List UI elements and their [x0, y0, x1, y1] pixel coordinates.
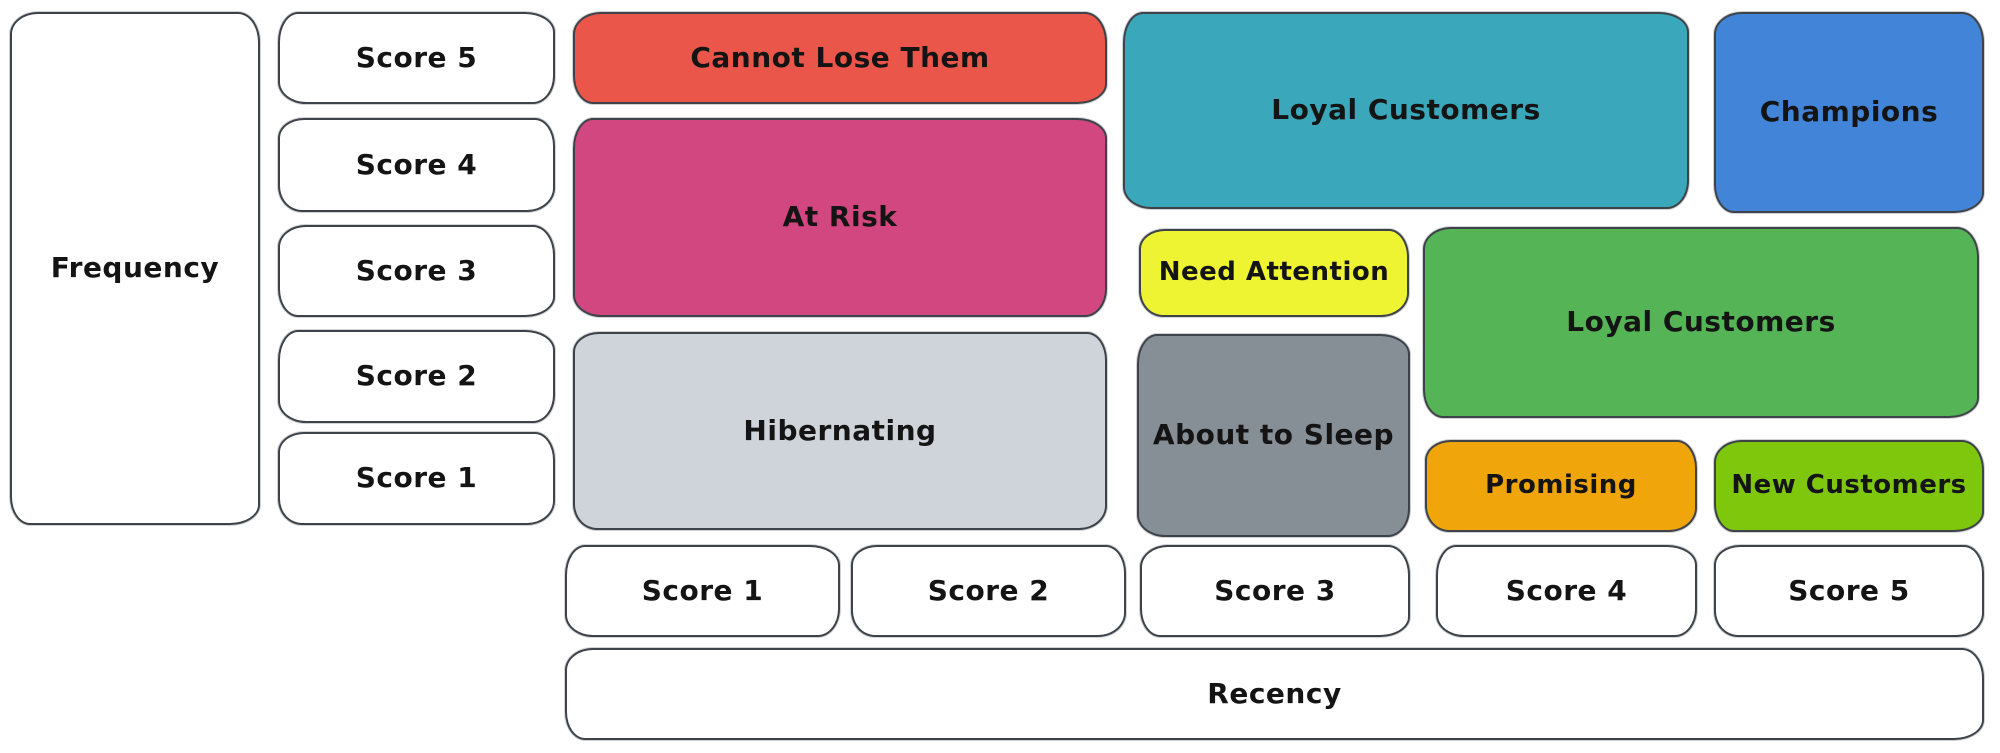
segment-at-risk: At Risk [573, 118, 1107, 317]
segment-loyal-customers-top-label: Loyal Customers [1271, 93, 1541, 127]
segment-loyal-customers-right-label: Loyal Customers [1566, 305, 1836, 339]
recency-axis-label-box: Recency [565, 648, 1984, 740]
frequency-score-4-label: Score 4 [355, 147, 478, 181]
segment-cannot-lose-them: Cannot Lose Them [573, 12, 1107, 104]
recency-score-3-label: Score 3 [1214, 573, 1336, 607]
recency-score-2-label: Score 2 [927, 573, 1050, 607]
recency-score-4-label: Score 4 [1505, 573, 1628, 607]
segment-hibernating-label: Hibernating [743, 413, 937, 447]
segment-at-risk-label: At Risk [782, 200, 898, 234]
recency-score-2-box: Score 2 [851, 545, 1126, 637]
frequency-score-1-box: Score 1 [278, 432, 555, 525]
frequency-score-5-label: Score 5 [355, 40, 478, 74]
segment-new-customers-label: New Customers [1731, 470, 1967, 501]
segment-about-to-sleep: About to Sleep [1137, 334, 1410, 537]
segment-champions: Champions [1714, 12, 1984, 213]
frequency-axis-label-box: Frequency [10, 12, 260, 525]
frequency-score-1-label: Score 1 [355, 461, 478, 495]
segment-cannot-lose-them-label: Cannot Lose Them [690, 40, 990, 74]
segment-loyal-customers-top: Loyal Customers [1123, 12, 1689, 209]
recency-score-5-box: Score 5 [1714, 545, 1984, 637]
recency-axis-label: Recency [1207, 676, 1342, 710]
frequency-score-2-label: Score 2 [355, 359, 478, 393]
recency-score-1-box: Score 1 [565, 545, 840, 637]
frequency-score-4-box: Score 4 [278, 118, 555, 212]
segment-champions-label: Champions [1759, 95, 1939, 129]
segment-promising-label: Promising [1485, 470, 1637, 501]
frequency-axis-label: Frequency [50, 251, 220, 285]
segment-hibernating: Hibernating [573, 332, 1107, 530]
recency-score-1-label: Score 1 [641, 573, 764, 607]
recency-score-3-box: Score 3 [1140, 545, 1410, 637]
segment-promising: Promising [1425, 440, 1697, 532]
segment-need-attention-label: Need Attention [1158, 257, 1390, 288]
segment-about-to-sleep-label: About to Sleep [1152, 418, 1395, 452]
segment-loyal-customers-right: Loyal Customers [1423, 227, 1979, 418]
frequency-score-3-label: Score 3 [355, 253, 478, 287]
segment-new-customers: New Customers [1714, 440, 1984, 532]
recency-score-5-label: Score 5 [1788, 573, 1910, 607]
frequency-score-3-box: Score 3 [278, 225, 555, 317]
recency-score-4-box: Score 4 [1436, 545, 1697, 637]
frequency-score-2-box: Score 2 [278, 330, 555, 423]
frequency-score-5-box: Score 5 [278, 12, 555, 104]
segment-need-attention: Need Attention [1139, 229, 1409, 317]
